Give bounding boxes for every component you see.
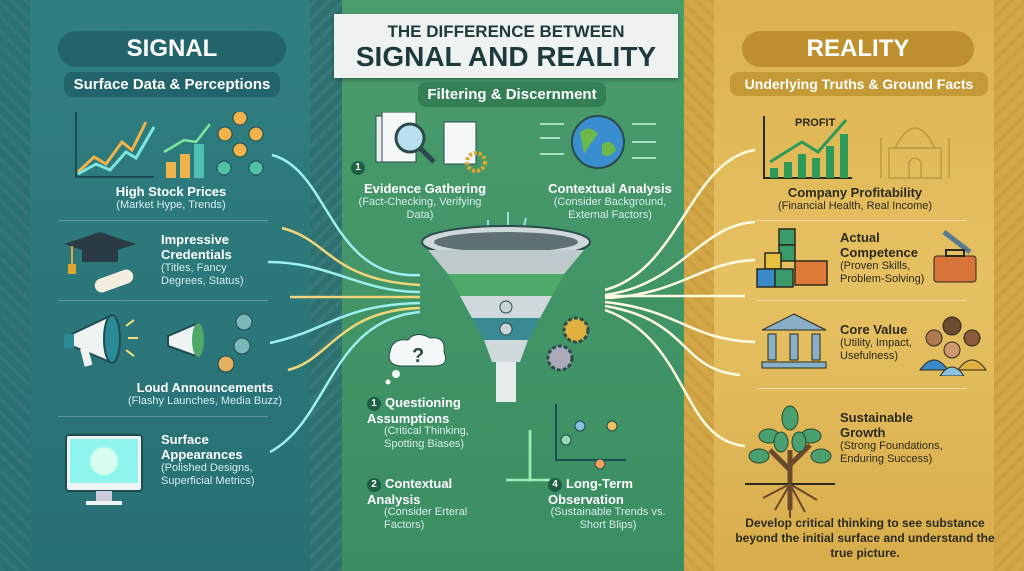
title-line1: THE DIFFERENCE BETWEEN [387,22,625,41]
signal-item-subtitle: (Market Hype, Trends) [116,199,226,211]
cycle-arrows-icon [506,404,626,482]
reality-item-subtitle: (Utility, Impact, Usefulness) [840,337,912,362]
signal-item-subtitle: (Flashy Launches, Media Buzz) [127,395,283,407]
step-number-badge: 2 [367,477,381,492]
divider [58,300,268,301]
reality-heading: REALITY [742,31,974,67]
reality-subheading: Underlying Truths & Ground Facts [730,72,988,96]
step-number-badge: 1 [367,396,381,411]
signal-item-title: Surface Appearances [161,432,243,462]
signal-item-title: High Stock Prices [115,184,227,199]
step-number-badge: 1 [351,161,365,175]
conclusion-text: Develop critical thinking to see substan… [735,516,995,560]
magnifier-documents-icon [375,112,487,173]
title-banner: THE DIFFERENCE BETWEEN SIGNAL AND REALIT… [334,14,678,78]
tree-icon [745,405,835,518]
title-line2: SIGNAL AND REALITY [355,41,657,72]
decorative-border [994,0,1024,571]
signal-item-subtitle: (Titles, Fancy Degrees, Status) [161,262,244,287]
toolbox-icon [933,230,977,283]
reality-item-title: Actual Competence [840,230,919,260]
filter-step-subtitle: (Consider Erteral Factors) [384,506,468,531]
filter-funnel-icon [421,212,591,402]
reality-item-title: Sustainable Growth [840,410,913,440]
divider [58,220,268,221]
graduation-cap-icon [64,232,136,293]
decorative-border [310,0,342,571]
filter-step-subtitle: (Sustainable Trends vs. Short Blips) [550,506,666,531]
filter-step-title: Contextual Analysis [548,181,672,196]
stock-chart-icon [75,112,264,178]
monitor-icon [65,434,143,505]
reality-item-subtitle: (Proven Skills, Problem-Solving) [840,260,925,285]
signal-item-title: Loud Announcements [136,380,274,395]
reality-item-title: Company Profitability [787,185,923,200]
step-number-badge: 4 [548,477,562,492]
signal-heading: SIGNAL [58,31,286,67]
reality-item-title: Core Value [840,322,908,337]
reality-item-subtitle: (Financial Health, Real Income) [777,200,933,212]
people-group-icon [919,316,987,376]
signal-subheading: Surface Data & Perceptions [64,72,280,97]
svg-text:?: ? [412,345,424,367]
signal-item-subtitle: (Polished Designs, Superficial Metrics) [161,462,255,487]
megaphone-icon [64,313,253,373]
filter-step-subtitle: (Fact-Checking, Verifying Data) [358,196,482,221]
filter-subheading: Filtering & Discernment [418,82,606,107]
divider [756,300,966,301]
question-cloud-icon: ? [385,334,447,385]
signal-item-title: Impressive Credentials [161,232,232,262]
divider [58,416,268,417]
divider [756,388,966,389]
divider [756,220,966,221]
institution-icon [761,313,827,369]
profit-label: PROFIT [795,117,836,129]
decorative-border [0,0,30,571]
filter-step-subtitle: (Consider Background, External Factors) [553,196,667,221]
reality-item-subtitle: (Strong Foundations, Enduring Success) [840,440,943,465]
globe-icon [540,115,656,169]
monument-icon [880,127,950,179]
building-blocks-icon [756,228,828,288]
profit-chart-icon [763,116,852,179]
decorative-border [684,0,714,571]
filter-step-subtitle: (Critical Thinking, Spotting Biases) [384,425,469,450]
